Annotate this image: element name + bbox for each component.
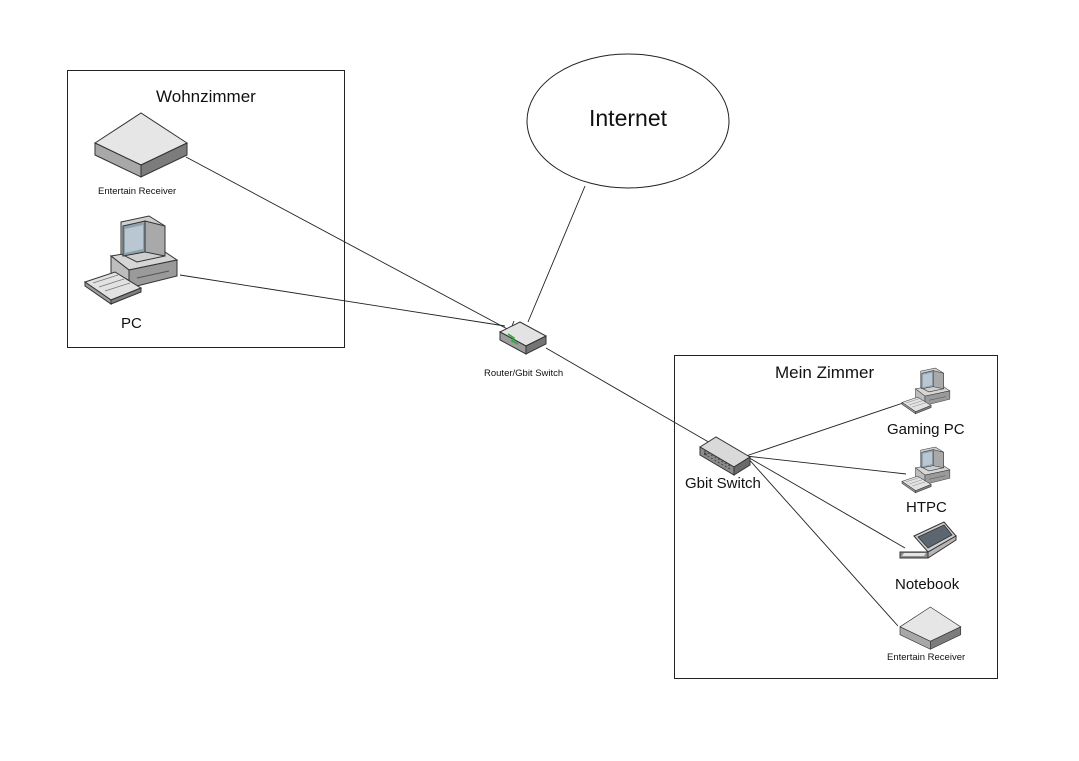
link-receiver-router xyxy=(185,156,514,333)
link-switch-notebook xyxy=(745,455,906,549)
room-mein-zimmer: Mein Zimmer xyxy=(674,355,998,679)
link-internet-router xyxy=(527,185,586,323)
internet-label: Internet xyxy=(589,105,667,131)
node-label-entertain-receiver-2: Entertain Receiver xyxy=(887,652,966,663)
node-label-pc: PC xyxy=(121,315,142,332)
router-icon xyxy=(499,320,547,355)
node-label-router: Router/Gbit Switch xyxy=(484,368,564,379)
link-pc-router xyxy=(179,274,506,327)
link-switch-htpc xyxy=(745,455,907,475)
room-wohnzimmer: Wohnzimmer xyxy=(67,70,345,348)
internet-cloud xyxy=(526,53,730,189)
link-router-switch xyxy=(545,347,713,445)
node-label-gbit-switch: Gbit Switch xyxy=(685,475,761,492)
node-label-htpc: HTPC xyxy=(906,499,947,516)
room-title-wohnzimmer: Wohnzimmer xyxy=(156,87,256,106)
node-label-gaming-pc: Gaming PC xyxy=(887,421,965,438)
connection-lines xyxy=(179,156,907,627)
link-switch-gamingpc xyxy=(745,401,907,457)
node-label-notebook: Notebook xyxy=(895,576,960,593)
room-title-mein-zimmer: Mein Zimmer xyxy=(775,363,875,382)
node-label-entertain-receiver: Entertain Receiver xyxy=(98,186,177,197)
link-switch-receiver2 xyxy=(745,455,899,627)
